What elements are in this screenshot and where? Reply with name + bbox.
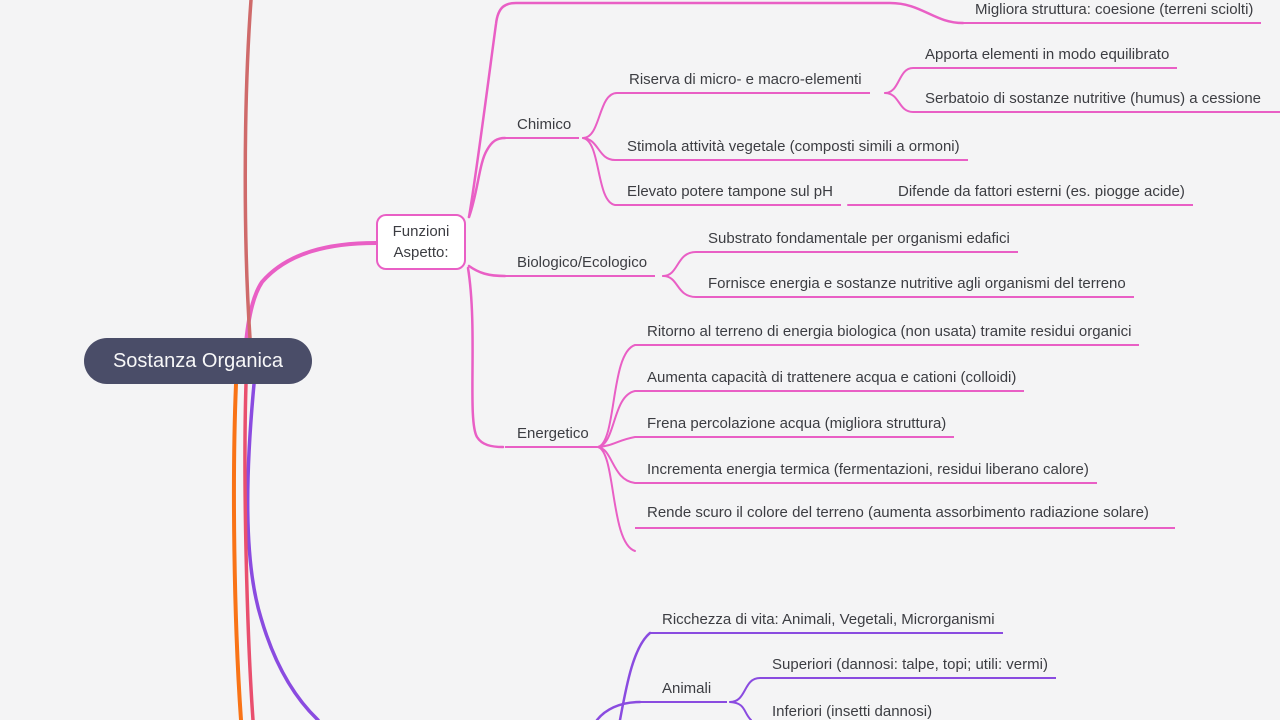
node-migliora-struttura[interactable]: Migliora struttura: coesione (terreni sc… <box>963 0 1262 24</box>
node-animali-superiori[interactable]: Superiori (dannosi: talpe, topi; utili: … <box>760 655 1056 679</box>
root-node-label: Sostanza Organica <box>112 349 284 372</box>
node-difende-fattori-esterni[interactable]: Difende da fattori esterni (es. piogge a… <box>886 182 1193 206</box>
node-chimico[interactable]: Chimico <box>505 115 580 139</box>
node-incrementa-energia-termica[interactable]: Incrementa energia termica (fermentazion… <box>635 460 1097 484</box>
node-elevato-potere-tampone[interactable]: Elevato potere tampone sul pH <box>615 182 841 206</box>
link-biologico-fornisce <box>662 275 697 298</box>
node-animali[interactable]: Animali <box>640 679 728 703</box>
link-funzioni-energetico <box>466 266 505 449</box>
node-biologico-ecologico[interactable]: Biologico/Ecologico <box>505 253 656 277</box>
link-vita-animali <box>595 700 642 720</box>
node-substrato-fondamentale[interactable]: Substrato fondamentale per organismi eda… <box>696 229 1018 253</box>
link-riserva-apporta <box>884 67 914 94</box>
link-riserva-serbatoio <box>884 92 914 113</box>
link-chimico-riserva <box>582 92 618 139</box>
node-funzioni-aspetto-line2: Aspetto: <box>393 244 449 261</box>
node-funzioni-aspetto[interactable]: Funzioni Aspetto: <box>376 214 466 270</box>
node-energetico[interactable]: Energetico <box>505 424 597 448</box>
link-funzioni-biologico <box>467 264 507 278</box>
link-funzioni-fisico <box>467 1 965 219</box>
node-ritorno-energia[interactable]: Ritorno al terreno di energia biologica … <box>635 322 1140 346</box>
link-energetico-ritorno <box>597 344 636 448</box>
node-fornisce-energia[interactable]: Fornisce energia e sostanze nutritive ag… <box>696 274 1134 298</box>
node-rende-scuro[interactable]: Rende scuro il colore del terreno (aumen… <box>635 501 1175 529</box>
link-funzioni-chimico <box>467 136 507 219</box>
node-stimola-attivita[interactable]: Stimola attività vegetale (composti simi… <box>615 137 968 161</box>
node-funzioni-aspetto-line1: Funzioni <box>392 223 450 240</box>
node-serbatoio-sostanze[interactable]: Serbatoio di sostanze nutritive (humus) … <box>913 89 1280 113</box>
link-animali-superiori <box>729 677 761 703</box>
node-apporta-elementi[interactable]: Apporta elementi in modo equilibrato <box>913 45 1178 69</box>
link-root-crimson-branch <box>243 382 255 720</box>
link-energetico-rende <box>597 446 636 552</box>
link-root-vita <box>245 382 320 720</box>
node-aumenta-capacita[interactable]: Aumenta capacità di trattenere acqua e c… <box>635 368 1025 392</box>
link-chimico-elevato <box>582 137 616 206</box>
link-root-orange-branch <box>231 382 243 720</box>
node-frena-percolazione[interactable]: Frena percolazione acqua (migliora strut… <box>635 414 955 438</box>
root-node-sostanza-organica[interactable]: Sostanza Organica <box>84 338 312 384</box>
link-vita-ricchezza <box>618 631 652 720</box>
link-energetico-aumenta <box>597 390 636 448</box>
node-ricchezza-di-vita[interactable]: Ricchezza di vita: Animali, Vegetali, Mi… <box>650 610 1003 634</box>
link-animali-inferiori <box>729 701 752 720</box>
node-animali-inferiori[interactable]: Inferiori (insetti dannosi) <box>760 702 940 720</box>
link-biologico-substrato <box>662 251 697 277</box>
link-root-salmon-branch <box>243 0 253 340</box>
node-riserva-elementi[interactable]: Riserva di micro- e macro-elementi <box>617 70 870 94</box>
link-energetico-frena <box>597 436 636 448</box>
